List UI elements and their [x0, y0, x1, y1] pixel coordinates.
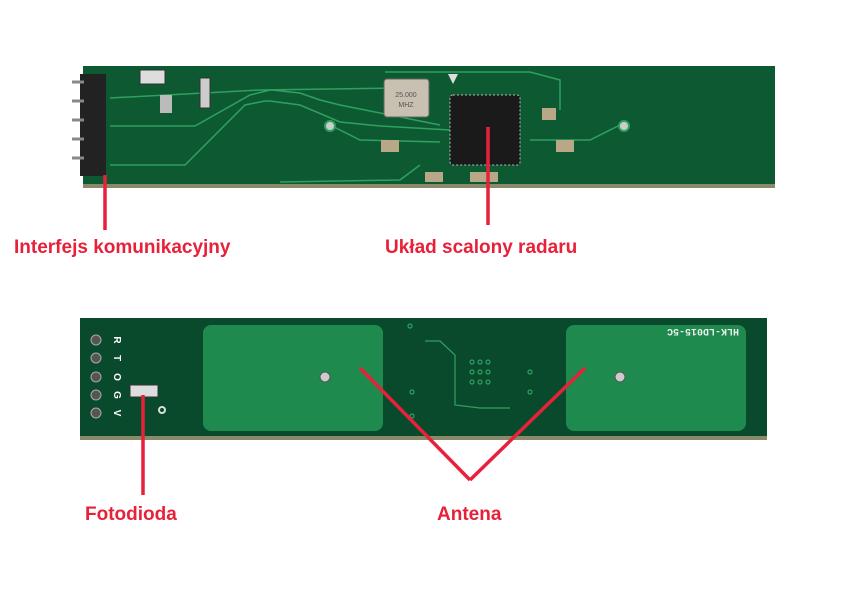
crystal — [383, 78, 430, 118]
callout-lines — [103, 127, 587, 495]
antenna-callout-right — [468, 366, 587, 482]
svg-text:25.000: 25.000 — [395, 92, 417, 99]
svg-text:V: V — [111, 410, 122, 417]
svg-text:T: T — [111, 355, 122, 361]
antenna-callout-left — [358, 366, 472, 482]
pin-holes — [90, 334, 102, 419]
photodiode-label: Fotodioda — [85, 504, 177, 525]
svg-text:R: R — [111, 336, 122, 344]
radar-ic-label: Układ scalony radaru — [385, 237, 578, 258]
svg-text:HLK-LD015-5C: HLK-LD015-5C — [667, 325, 739, 336]
antenna-pad-left — [203, 325, 383, 431]
antenna-pad-right — [566, 325, 746, 431]
pin-header — [72, 74, 106, 176]
top-board: 25.000 MHZ — [72, 66, 775, 188]
svg-text:MHZ: MHZ — [398, 102, 414, 109]
radar-chip — [449, 94, 521, 166]
bottom-board: HLK-LD015-5C R T O G V — [80, 318, 767, 440]
svg-text:O: O — [111, 373, 122, 381]
antenna-label: Antena — [437, 504, 502, 525]
interface-label: Interfejs komunikacyjny — [14, 237, 231, 258]
svg-text:G: G — [111, 391, 122, 399]
